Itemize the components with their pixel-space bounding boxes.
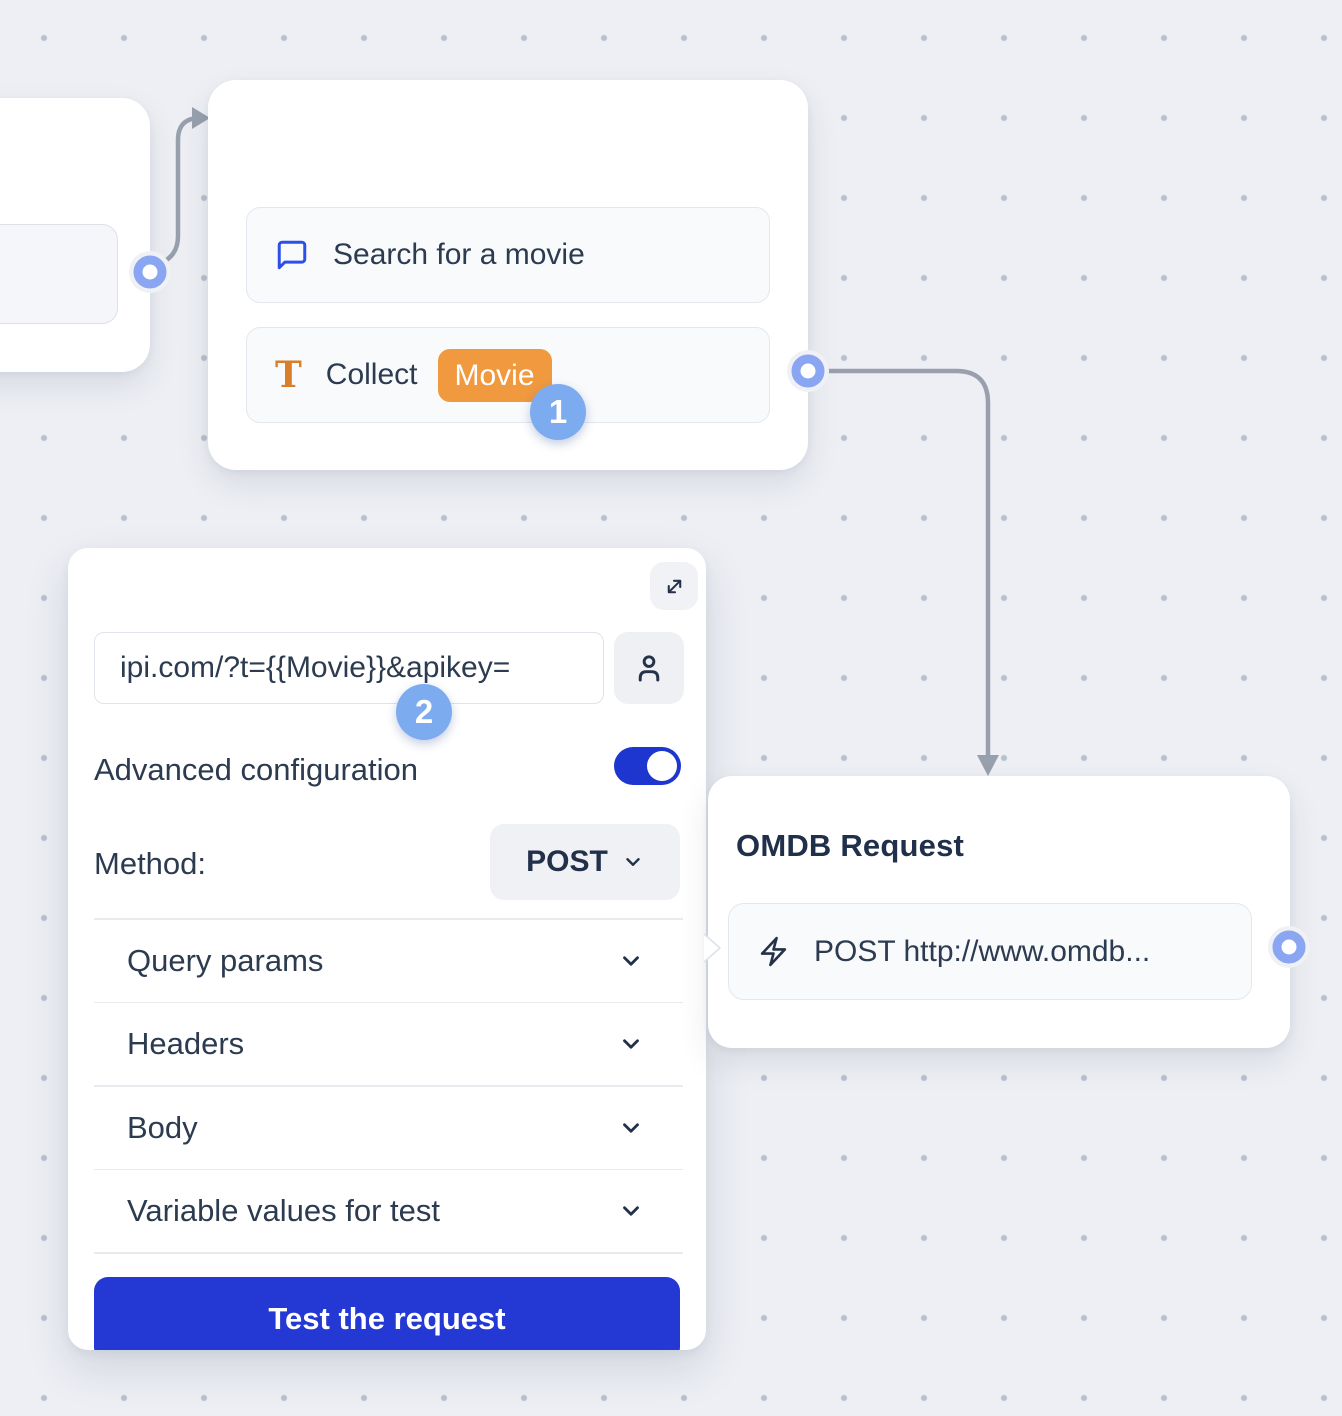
chevron-down-icon [623,955,639,966]
section-label: Body [127,1109,198,1145]
request-url-input[interactable] [94,632,604,704]
node-title: OMDB Request [736,828,965,863]
omdb-request-node[interactable]: OMDB Request POST http://www.omdb... [708,776,1290,1048]
node-item-webhook[interactable]: POST http://www.omdb... [728,903,1252,1000]
item-label: POST http://www.omdb... [814,934,1151,968]
item-label: Search for a movie [333,238,585,271]
text-input-icon: T [275,354,302,396]
arrowhead-down-icon [977,755,999,776]
connector-line [151,115,205,269]
divider [94,1001,683,1003]
section-label: Query params [127,942,324,978]
insert-variable-button[interactable] [614,632,684,704]
section-label: Variable values for test [127,1193,441,1228]
connector-line [809,368,991,759]
advanced-configuration-label: Advanced configuration [94,752,419,787]
method-label: Method: [94,846,207,881]
partial-node-card[interactable] [0,98,150,372]
movie-search-node[interactable]: Movie search Search for a movie T Collec… [208,80,808,470]
expand-diagonal-icon [667,579,681,593]
step-badge-1: 1 [530,384,586,440]
item-label: Collect [325,358,418,391]
toggle-knob [647,751,677,781]
chevron-down-icon [623,1206,639,1216]
method-value: POST [526,845,608,878]
node-item-search-for-movie[interactable]: Search for a movie [246,207,770,303]
node-item-collect-movie[interactable]: T Collect Movie [246,327,770,423]
divider [94,1252,683,1254]
section-query-params[interactable]: Query params [68,920,706,1002]
section-body[interactable]: Body [68,1087,706,1169]
chevron-down-icon [623,1122,639,1133]
chat-bubble-icon [277,240,307,270]
method-dropdown[interactable]: POST [490,824,680,900]
lightning-icon [760,936,787,967]
chevron-down-icon [626,858,640,866]
section-headers[interactable]: Headers [68,1003,706,1085]
expand-button[interactable] [650,562,698,610]
divider [94,1085,683,1087]
partial-node-item[interactable] [0,224,118,324]
advanced-configuration-toggle[interactable] [614,747,681,785]
divider [94,1168,683,1170]
step-badge-2: 2 [396,684,452,740]
webhook-config-panel[interactable]: Advanced configuration Method: POST Quer… [68,548,706,1350]
user-icon [638,655,660,682]
chevron-down-icon [623,1039,639,1049]
divider [94,918,683,920]
variable-badge-movie[interactable]: Movie [437,348,552,402]
section-label: Headers [127,1026,245,1061]
section-variable-values[interactable]: Variable values for test [68,1170,706,1252]
test-request-button[interactable]: Test the request [94,1277,680,1350]
